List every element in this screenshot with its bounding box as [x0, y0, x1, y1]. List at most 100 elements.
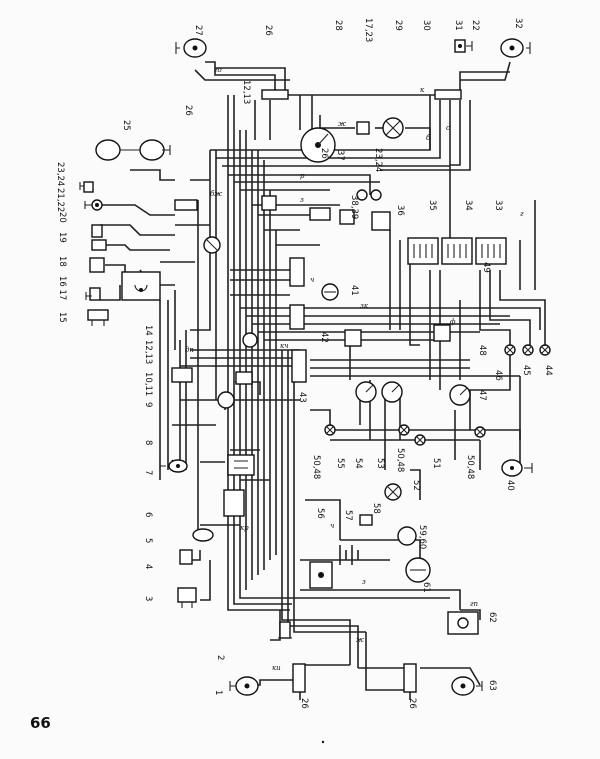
label-29: 29	[393, 20, 403, 31]
wire-code: ч	[310, 276, 314, 284]
component-1-lamp	[235, 676, 259, 696]
component-56-starter	[309, 561, 333, 589]
label-7: 7	[143, 470, 153, 475]
label-32: 32	[513, 18, 523, 29]
label-53: 53	[375, 458, 385, 469]
component-37	[339, 209, 355, 225]
component-53-gauge	[381, 381, 403, 403]
label-23-24: 23,24	[55, 162, 65, 186]
component-14	[242, 332, 258, 348]
component-41	[321, 283, 339, 301]
terminal-block-lower	[291, 349, 307, 383]
label-62: 62	[487, 612, 497, 623]
component-19	[91, 239, 107, 251]
label-49: 49	[481, 262, 491, 273]
component-5	[192, 528, 214, 542]
wire-code: ж	[338, 120, 346, 128]
component-32-headlamp	[500, 38, 531, 58]
wire-code: бж	[210, 190, 222, 198]
left-harness	[95, 169, 261, 601]
component-26-connector-top	[261, 89, 289, 100]
label-63: 63	[487, 680, 497, 691]
component-30-connector	[434, 89, 462, 100]
component-43-relay	[433, 324, 451, 342]
component-10-11-connector	[171, 367, 193, 383]
label-35: 35	[427, 200, 437, 211]
component-9	[217, 391, 235, 409]
label-50-48-a: 50,48	[311, 455, 321, 479]
component-26-connector-bottom-left	[292, 663, 306, 693]
wire-code: дп	[185, 346, 194, 354]
component-21-22	[91, 199, 103, 211]
component-33-fusebox	[475, 237, 507, 265]
page-number: 66	[30, 714, 51, 732]
label-23: 23,24	[373, 148, 383, 172]
component-26-connector-left	[174, 199, 198, 211]
component-38-39	[309, 207, 331, 221]
component-63-lamp	[451, 676, 475, 696]
terminal-block-upper	[289, 257, 305, 287]
component-46-lamp	[504, 344, 516, 356]
component-34-fusebox	[441, 237, 473, 265]
ground-symbols	[79, 41, 533, 691]
component-50-48-lamp-b	[398, 424, 410, 436]
component-40-lamp	[501, 459, 523, 477]
label-21-22: 21,22	[55, 188, 65, 212]
component-23-terminal-a	[356, 189, 368, 201]
label-12-13-top: 12,13	[241, 80, 251, 104]
component-31-switch	[454, 39, 466, 53]
label-50-48-b: 50,48	[395, 448, 405, 472]
label-55: 55	[335, 458, 345, 469]
component-42-relay	[344, 329, 362, 347]
label-1: 1	[213, 690, 223, 695]
component-45-lamp	[522, 344, 534, 356]
wire-code: ч	[330, 522, 334, 530]
wire-code: кч	[280, 342, 289, 350]
label-22: 22	[470, 20, 480, 31]
label-3: 3	[143, 596, 153, 601]
wire-code: к	[420, 86, 425, 94]
label-26-bottom-left: 26	[299, 698, 309, 709]
component-35-fusebox	[407, 237, 439, 265]
label-26-a: 26	[183, 105, 193, 116]
wire-code: кр	[240, 524, 249, 532]
component-52	[384, 483, 402, 501]
component-27-headlamp	[175, 38, 207, 58]
label-42: 42	[319, 332, 329, 343]
component-59-60	[397, 526, 417, 546]
component-12-13	[235, 371, 253, 385]
component-16-17	[89, 287, 101, 301]
label-17-23: 17,23	[363, 18, 373, 42]
wire-code: б	[426, 134, 431, 142]
component-17-23-switch	[356, 121, 370, 135]
component-58	[359, 514, 373, 526]
label-54: 54	[353, 458, 363, 469]
component-23-24	[83, 181, 94, 193]
label-14: 14	[143, 325, 153, 336]
label-30: 30	[421, 20, 431, 31]
component-54-gauge	[355, 381, 377, 403]
label-26-mid: 26	[319, 148, 329, 159]
wire-code: ж	[356, 636, 364, 644]
component-25-lamps	[95, 139, 165, 161]
component-51-lamp	[414, 434, 426, 446]
label-27: 27	[193, 25, 203, 36]
wire-code: гп	[470, 600, 479, 608]
component-4	[179, 549, 193, 565]
component-2-sensor	[278, 621, 292, 639]
wire-code: з	[362, 578, 366, 586]
label-48: 48	[477, 345, 487, 356]
components	[83, 38, 551, 696]
wire-code: р	[300, 172, 305, 180]
component-labels: 27 26 28 17,23 29 30 31 22 32 26 12,13 2…	[55, 18, 553, 709]
scan-speck	[321, 740, 325, 744]
label-40: 40	[505, 480, 515, 491]
label-18: 18	[57, 256, 67, 267]
label-41: 41	[349, 285, 359, 296]
label-16-17: 16 17	[57, 276, 67, 300]
component-lamp-left	[203, 236, 221, 254]
label-45: 45	[521, 365, 531, 376]
label-31: 31	[453, 20, 463, 31]
wire-code: ки	[272, 664, 281, 672]
